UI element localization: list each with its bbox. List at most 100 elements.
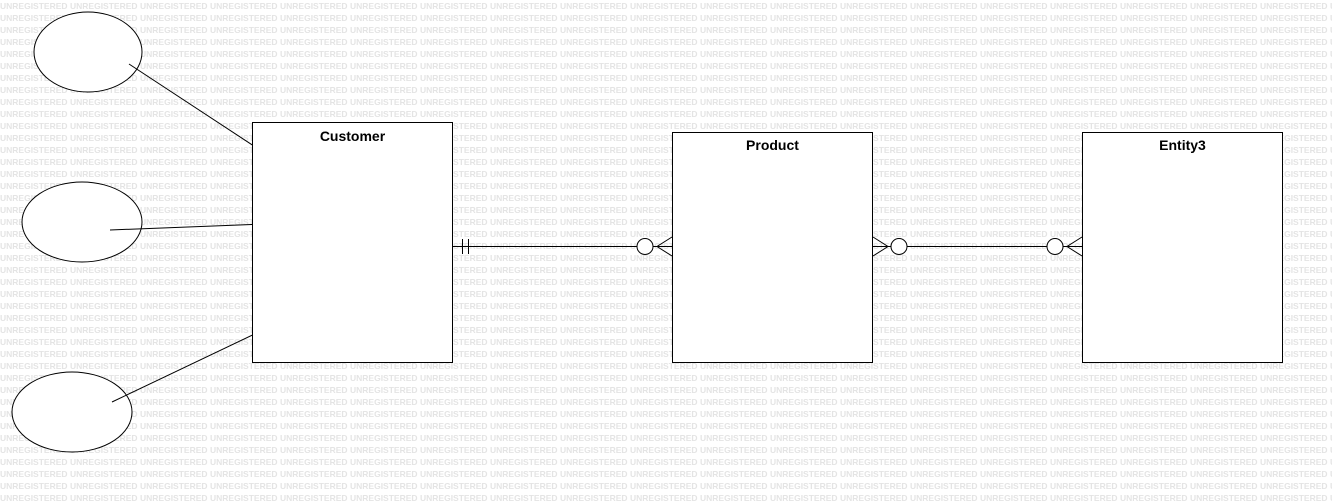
watermark-text: UNREGISTERED [350,25,418,35]
watermark-text: UNREGISTERED [210,97,278,107]
watermark-text: UNREGISTERED [770,85,838,95]
watermark-text: UNREGISTERED [630,457,698,467]
watermark-text: UNREGISTERED [560,37,628,47]
watermark-text: UNREGISTERED [1330,109,1332,119]
entity-product-box[interactable] [672,132,873,363]
watermark-text: UNREGISTERED [1050,397,1118,407]
watermark-text: UNREGISTERED [1190,397,1258,407]
watermark-text: UNREGISTERED [980,13,1048,23]
watermark-text: UNREGISTERED [980,37,1048,47]
watermark-text: UNREGISTERED [420,373,488,383]
attribute-link-1 [128,63,264,153]
watermark-text: UNREGISTERED [420,169,488,179]
watermark-text: UNREGISTERED [490,457,558,467]
watermark-text: UNREGISTERED [700,109,768,119]
watermark-text: UNREGISTERED [0,25,68,35]
watermark-text: UNREGISTERED [630,481,698,491]
entity-product-title: Product [746,137,799,153]
relationship-product-entity3[interactable] [872,236,1083,257]
attribute-oval-1[interactable] [33,11,143,93]
watermark-text: UNREGISTERED [1190,361,1258,371]
watermark-text: UNREGISTERED [630,409,698,419]
watermark-text: UNREGISTERED [1260,13,1328,23]
watermark-text: UNREGISTERED [140,157,208,167]
watermark-text: UNREGISTERED [910,157,978,167]
watermark-text: UNREGISTERED [140,205,208,215]
watermark-text: UNREGISTERED [1260,337,1328,347]
watermark-text: UNREGISTERED [1120,409,1188,419]
watermark-text: UNREGISTERED [700,457,768,467]
watermark-text: UNREGISTERED [280,469,348,479]
watermark-text: UNREGISTERED [840,397,908,407]
watermark-text: UNREGISTERED [910,1,978,11]
attribute-oval-2[interactable] [21,181,143,263]
entity-product[interactable]: Product [672,132,873,363]
watermark-text: UNREGISTERED [560,181,628,191]
watermark-text: UNREGISTERED [700,481,768,491]
watermark-text: UNREGISTERED [210,301,278,311]
entity-entity3-box[interactable] [1082,132,1283,363]
watermark-text: UNREGISTERED [70,457,138,467]
watermark-text: UNREGISTERED [1190,445,1258,455]
watermark-text: UNREGISTERED [0,145,68,155]
watermark-text: UNREGISTERED [280,409,348,419]
watermark-text: UNREGISTERED [0,373,68,383]
watermark-text: UNREGISTERED [490,409,558,419]
watermark-text: UNREGISTERED [420,37,488,47]
watermark-text: UNREGISTERED [280,25,348,35]
attribute-oval-3[interactable] [11,371,133,453]
watermark-text: UNREGISTERED [140,49,208,59]
watermark-text: UNREGISTERED [70,145,138,155]
watermark-text: UNREGISTERED [980,217,1048,227]
watermark-text: UNREGISTERED [980,145,1048,155]
watermark-text: UNREGISTERED [490,169,558,179]
watermark-text: UNREGISTERED [630,469,698,479]
watermark-text: UNREGISTERED [420,205,488,215]
watermark-text: UNREGISTERED [1120,481,1188,491]
watermark-text: UNREGISTERED [560,217,628,227]
watermark-text: UNREGISTERED [560,85,628,95]
entity-customer[interactable]: Customer [252,122,453,363]
watermark-text: UNREGISTERED [1330,481,1332,491]
watermark-text: UNREGISTERED [770,457,838,467]
watermark-text: UNREGISTERED [210,253,278,263]
watermark-text: UNREGISTERED [1190,385,1258,395]
relationship-customer-product[interactable] [452,236,673,257]
watermark-text: UNREGISTERED [210,373,278,383]
watermark-text: UNREGISTERED [350,97,418,107]
watermark-text: UNREGISTERED [560,289,628,299]
watermark-text: UNREGISTERED [350,13,418,23]
watermark-text: UNREGISTERED [700,385,768,395]
crowsfoot-icon [656,236,673,257]
watermark-text: UNREGISTERED [1330,457,1332,467]
watermark-text: UNREGISTERED [770,385,838,395]
watermark-text: UNREGISTERED [140,289,208,299]
watermark-text: UNREGISTERED [1120,61,1188,71]
watermark-text: UNREGISTERED [1260,61,1328,71]
watermark-text: UNREGISTERED [490,493,558,502]
watermark-text: UNREGISTERED [1120,85,1188,95]
watermark-text: UNREGISTERED [910,397,978,407]
watermark-text: UNREGISTERED [1260,37,1328,47]
watermark-text: UNREGISTERED [840,445,908,455]
watermark-text: UNREGISTERED [560,277,628,287]
watermark-text: UNREGISTERED [350,109,418,119]
watermark-text: UNREGISTERED [560,205,628,215]
watermark-text: UNREGISTERED [490,1,558,11]
watermark-text: UNREGISTERED [350,457,418,467]
watermark-text: UNREGISTERED [700,121,768,131]
watermark-text: UNREGISTERED [910,313,978,323]
watermark-text: UNREGISTERED [420,61,488,71]
watermark-text: UNREGISTERED [560,361,628,371]
entity-customer-box[interactable] [252,122,453,363]
watermark-text: UNREGISTERED [210,361,278,371]
entity-entity3[interactable]: Entity3 [1082,132,1283,363]
watermark-text: UNREGISTERED [490,109,558,119]
watermark-text: UNREGISTERED [140,169,208,179]
watermark-text: UNREGISTERED [1330,25,1332,35]
watermark-text: UNREGISTERED [70,109,138,119]
watermark-text: UNREGISTERED [770,373,838,383]
watermark-text: UNREGISTERED [280,85,348,95]
watermark-text: UNREGISTERED [1260,73,1328,83]
watermark-text: UNREGISTERED [840,217,908,227]
